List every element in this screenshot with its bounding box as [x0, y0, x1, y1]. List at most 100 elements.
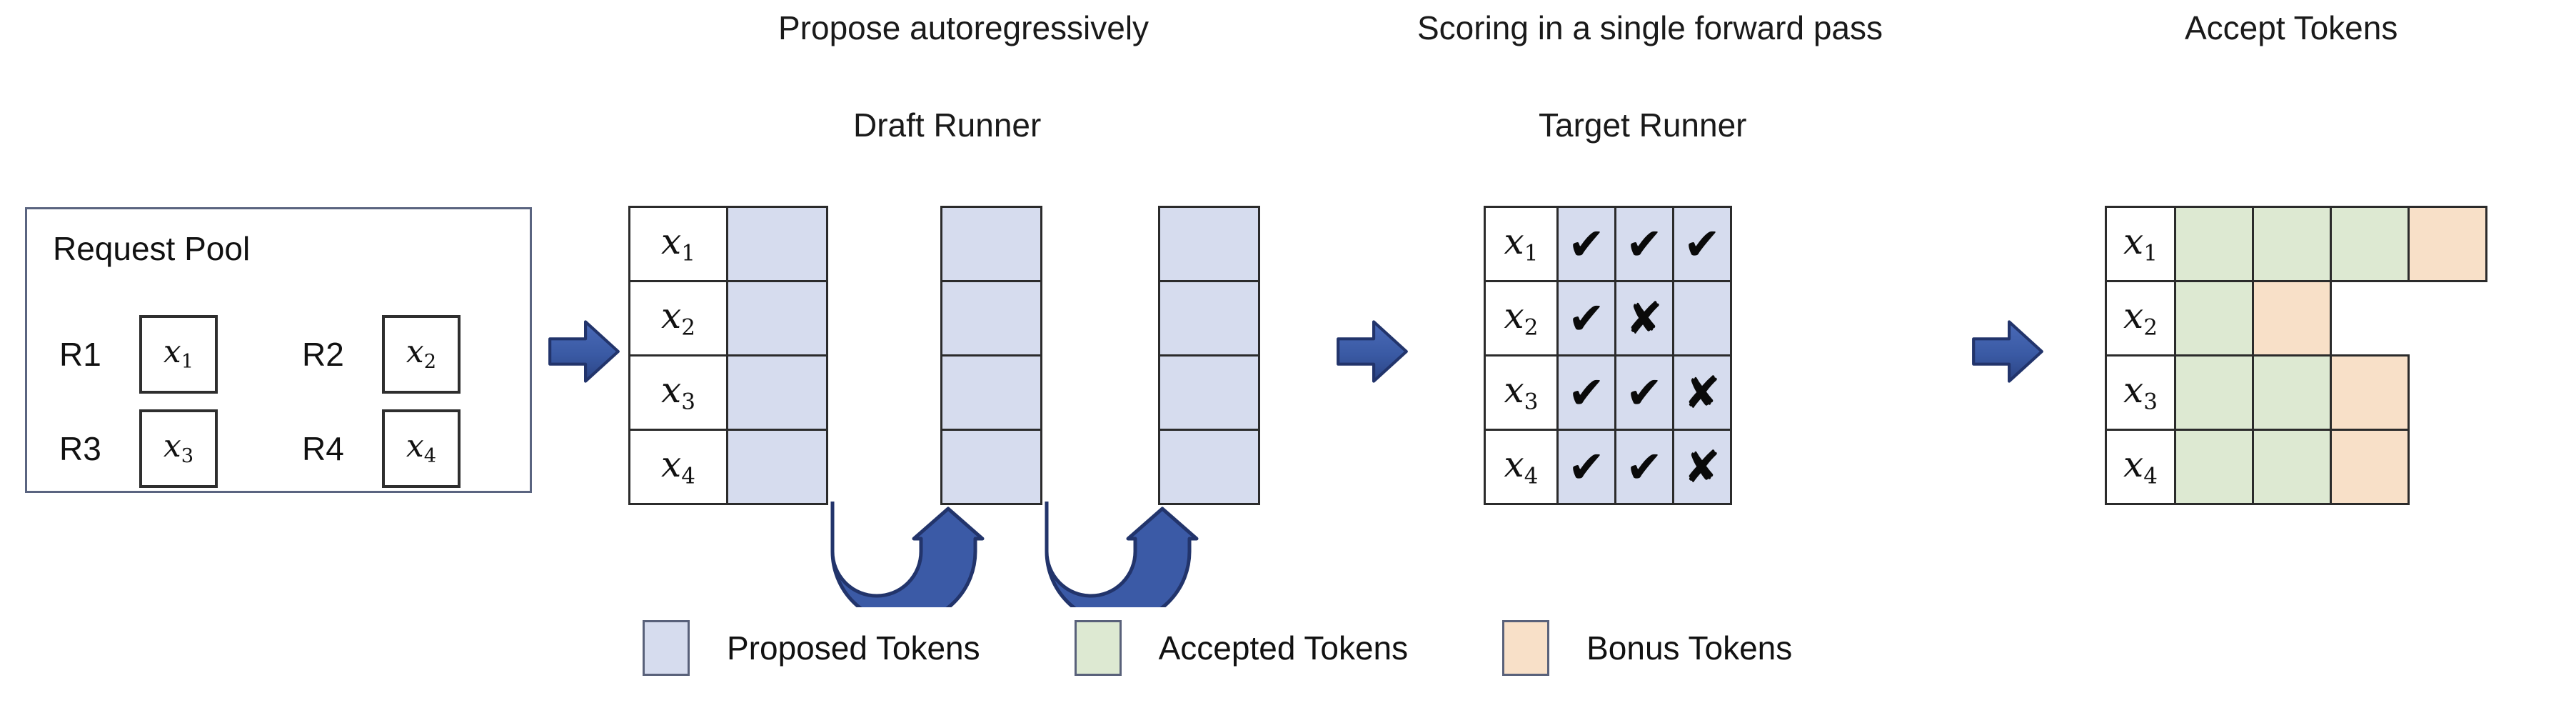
request-token-box: x4: [382, 409, 461, 488]
accept-row-label-4: x4: [2105, 429, 2176, 505]
proposed-token-cell: [940, 429, 1042, 505]
token-symbol: x3: [2123, 369, 2158, 415]
request-label: R1: [59, 336, 101, 373]
check-icon: ✔: [1626, 217, 1663, 270]
token-symbol: x3: [163, 428, 194, 468]
cross-icon: ✘: [1626, 291, 1663, 344]
token-symbol: x4: [1504, 443, 1539, 489]
token-symbol: x4: [406, 428, 437, 468]
target-header: Target Runner: [1539, 106, 1747, 144]
check-icon-cell: ✔: [1556, 280, 1616, 357]
bonus-token-cell: [2408, 206, 2487, 282]
accepted-token-cell: [2174, 206, 2254, 282]
token-symbol: x1: [2123, 220, 2158, 266]
check-icon-cell: ✔: [1614, 206, 1674, 282]
request-pool-entry-r1: R1 x1: [59, 315, 218, 394]
target-runner-row: x3✔✔✘: [1484, 354, 1732, 431]
accept-row-label-2: x2: [2105, 280, 2176, 357]
proposed-token-cell: [1158, 280, 1260, 357]
token-symbol: x3: [1504, 369, 1539, 415]
proposed-token-cell: [940, 206, 1042, 282]
target-row-label-4: x4: [1484, 429, 1559, 505]
flow-arrow-target-to-accept: [1971, 314, 2045, 389]
draft-row-label-1: x1: [628, 206, 728, 282]
token-symbol: x2: [2123, 294, 2158, 341]
target-runner-grid: x1✔✔✔x2✔✘x3✔✔✘x4✔✔✘: [1484, 206, 1732, 505]
check-icon-cell: ✔: [1614, 429, 1674, 505]
check-icon: ✔: [1626, 366, 1663, 419]
token-symbol: x2: [1504, 294, 1539, 341]
legend-swatch-bonus: [1502, 620, 1550, 676]
proposed-token-cell: [1158, 354, 1260, 431]
target-row-label-1: x1: [1484, 206, 1559, 282]
check-icon: ✔: [1568, 440, 1605, 493]
flow-arrow-draft-to-target: [1335, 314, 1409, 389]
target-runner-row: x4 ✔ ✔ ✘: [1484, 429, 1732, 505]
check-icon-cell: ✔: [1672, 206, 1732, 282]
accept-tokens-row: x4: [2105, 429, 2487, 505]
accept-header: Accept Tokens: [2185, 9, 2398, 46]
token-symbol: x4: [2123, 443, 2158, 489]
token-symbol: x1: [661, 220, 695, 266]
check-icon-cell: ✔: [1614, 354, 1674, 431]
legend-swatch-accepted: [1074, 620, 1122, 676]
proposed-token-cell: [726, 354, 828, 431]
accepted-token-cell: [2174, 354, 2254, 431]
draft-step-2: [940, 206, 1042, 505]
legend-accepted: Accepted Tokens: [1074, 620, 1408, 676]
legend: Proposed Tokens Accepted Tokens Bonus Toke…: [643, 620, 1792, 676]
propose-header: Propose autoregressively: [778, 9, 1149, 46]
request-label: R3: [59, 430, 101, 467]
token-symbol: x2: [406, 334, 437, 374]
request-token-box: x3: [139, 409, 218, 488]
check-icon-cell: ✔: [1556, 429, 1616, 505]
request-pool-entry-r3: R3 x3: [59, 409, 218, 488]
draft-header: Draft Runner: [853, 106, 1042, 144]
proposed-token-cell: [726, 429, 828, 505]
draft-step-3: [1158, 206, 1260, 505]
cross-icon: ✘: [1684, 440, 1721, 493]
request-pool-title: Request Pool: [53, 230, 251, 267]
accept-tokens-row: x2: [2105, 280, 2487, 357]
accepted-token-cell: [2252, 429, 2332, 505]
legend-swatch-proposed: [643, 620, 690, 676]
proposed-token-cell: [1158, 429, 1260, 505]
recurrence-arrow-1: [822, 499, 994, 625]
scoring-header: Scoring in a single forward pass: [1417, 9, 1883, 46]
recurrence-arrow-2: [1037, 499, 1208, 625]
legend-proposed: Proposed Tokens: [643, 620, 980, 676]
check-icon: ✔: [1568, 217, 1605, 270]
check-icon: ✔: [1626, 440, 1663, 493]
flow-arrow-pool-to-draft: [547, 314, 621, 389]
check-icon: ✔: [1684, 217, 1721, 270]
accepted-token-cell: [2330, 206, 2410, 282]
request-token-box: x1: [139, 315, 218, 394]
legend-bonus: Bonus Tokens: [1502, 620, 1792, 676]
accepted-token-cell: [2174, 280, 2254, 357]
proposed-token-cell: [726, 280, 828, 357]
target-runner-row: x2 ✔✘: [1484, 280, 1732, 357]
accept-tokens-grid: x1 x2 x3 x4: [2105, 206, 2487, 505]
draft-step-1: [726, 206, 828, 505]
draft-row-label-4: x4: [628, 429, 728, 505]
target-runner-row: x1✔✔✔: [1484, 206, 1732, 282]
empty-cell: [1672, 280, 1732, 357]
proposed-token-cell: [726, 206, 828, 282]
accept-row-label-1: x1: [2105, 206, 2176, 282]
token-symbol: x4: [661, 443, 695, 489]
bonus-token-cell: [2330, 429, 2410, 505]
bonus-token-cell: [2252, 280, 2332, 357]
target-row-label-2: x2: [1484, 280, 1559, 357]
cross-icon-cell: ✘: [1672, 354, 1732, 431]
proposed-token-cell: [940, 354, 1042, 431]
check-icon: ✔: [1568, 366, 1605, 419]
token-symbol: x2: [661, 294, 695, 341]
bonus-token-cell: [2330, 354, 2410, 431]
legend-label: Bonus Tokens: [1586, 629, 1793, 667]
request-label: R4: [302, 430, 344, 467]
accept-tokens-row: x1: [2105, 206, 2487, 282]
